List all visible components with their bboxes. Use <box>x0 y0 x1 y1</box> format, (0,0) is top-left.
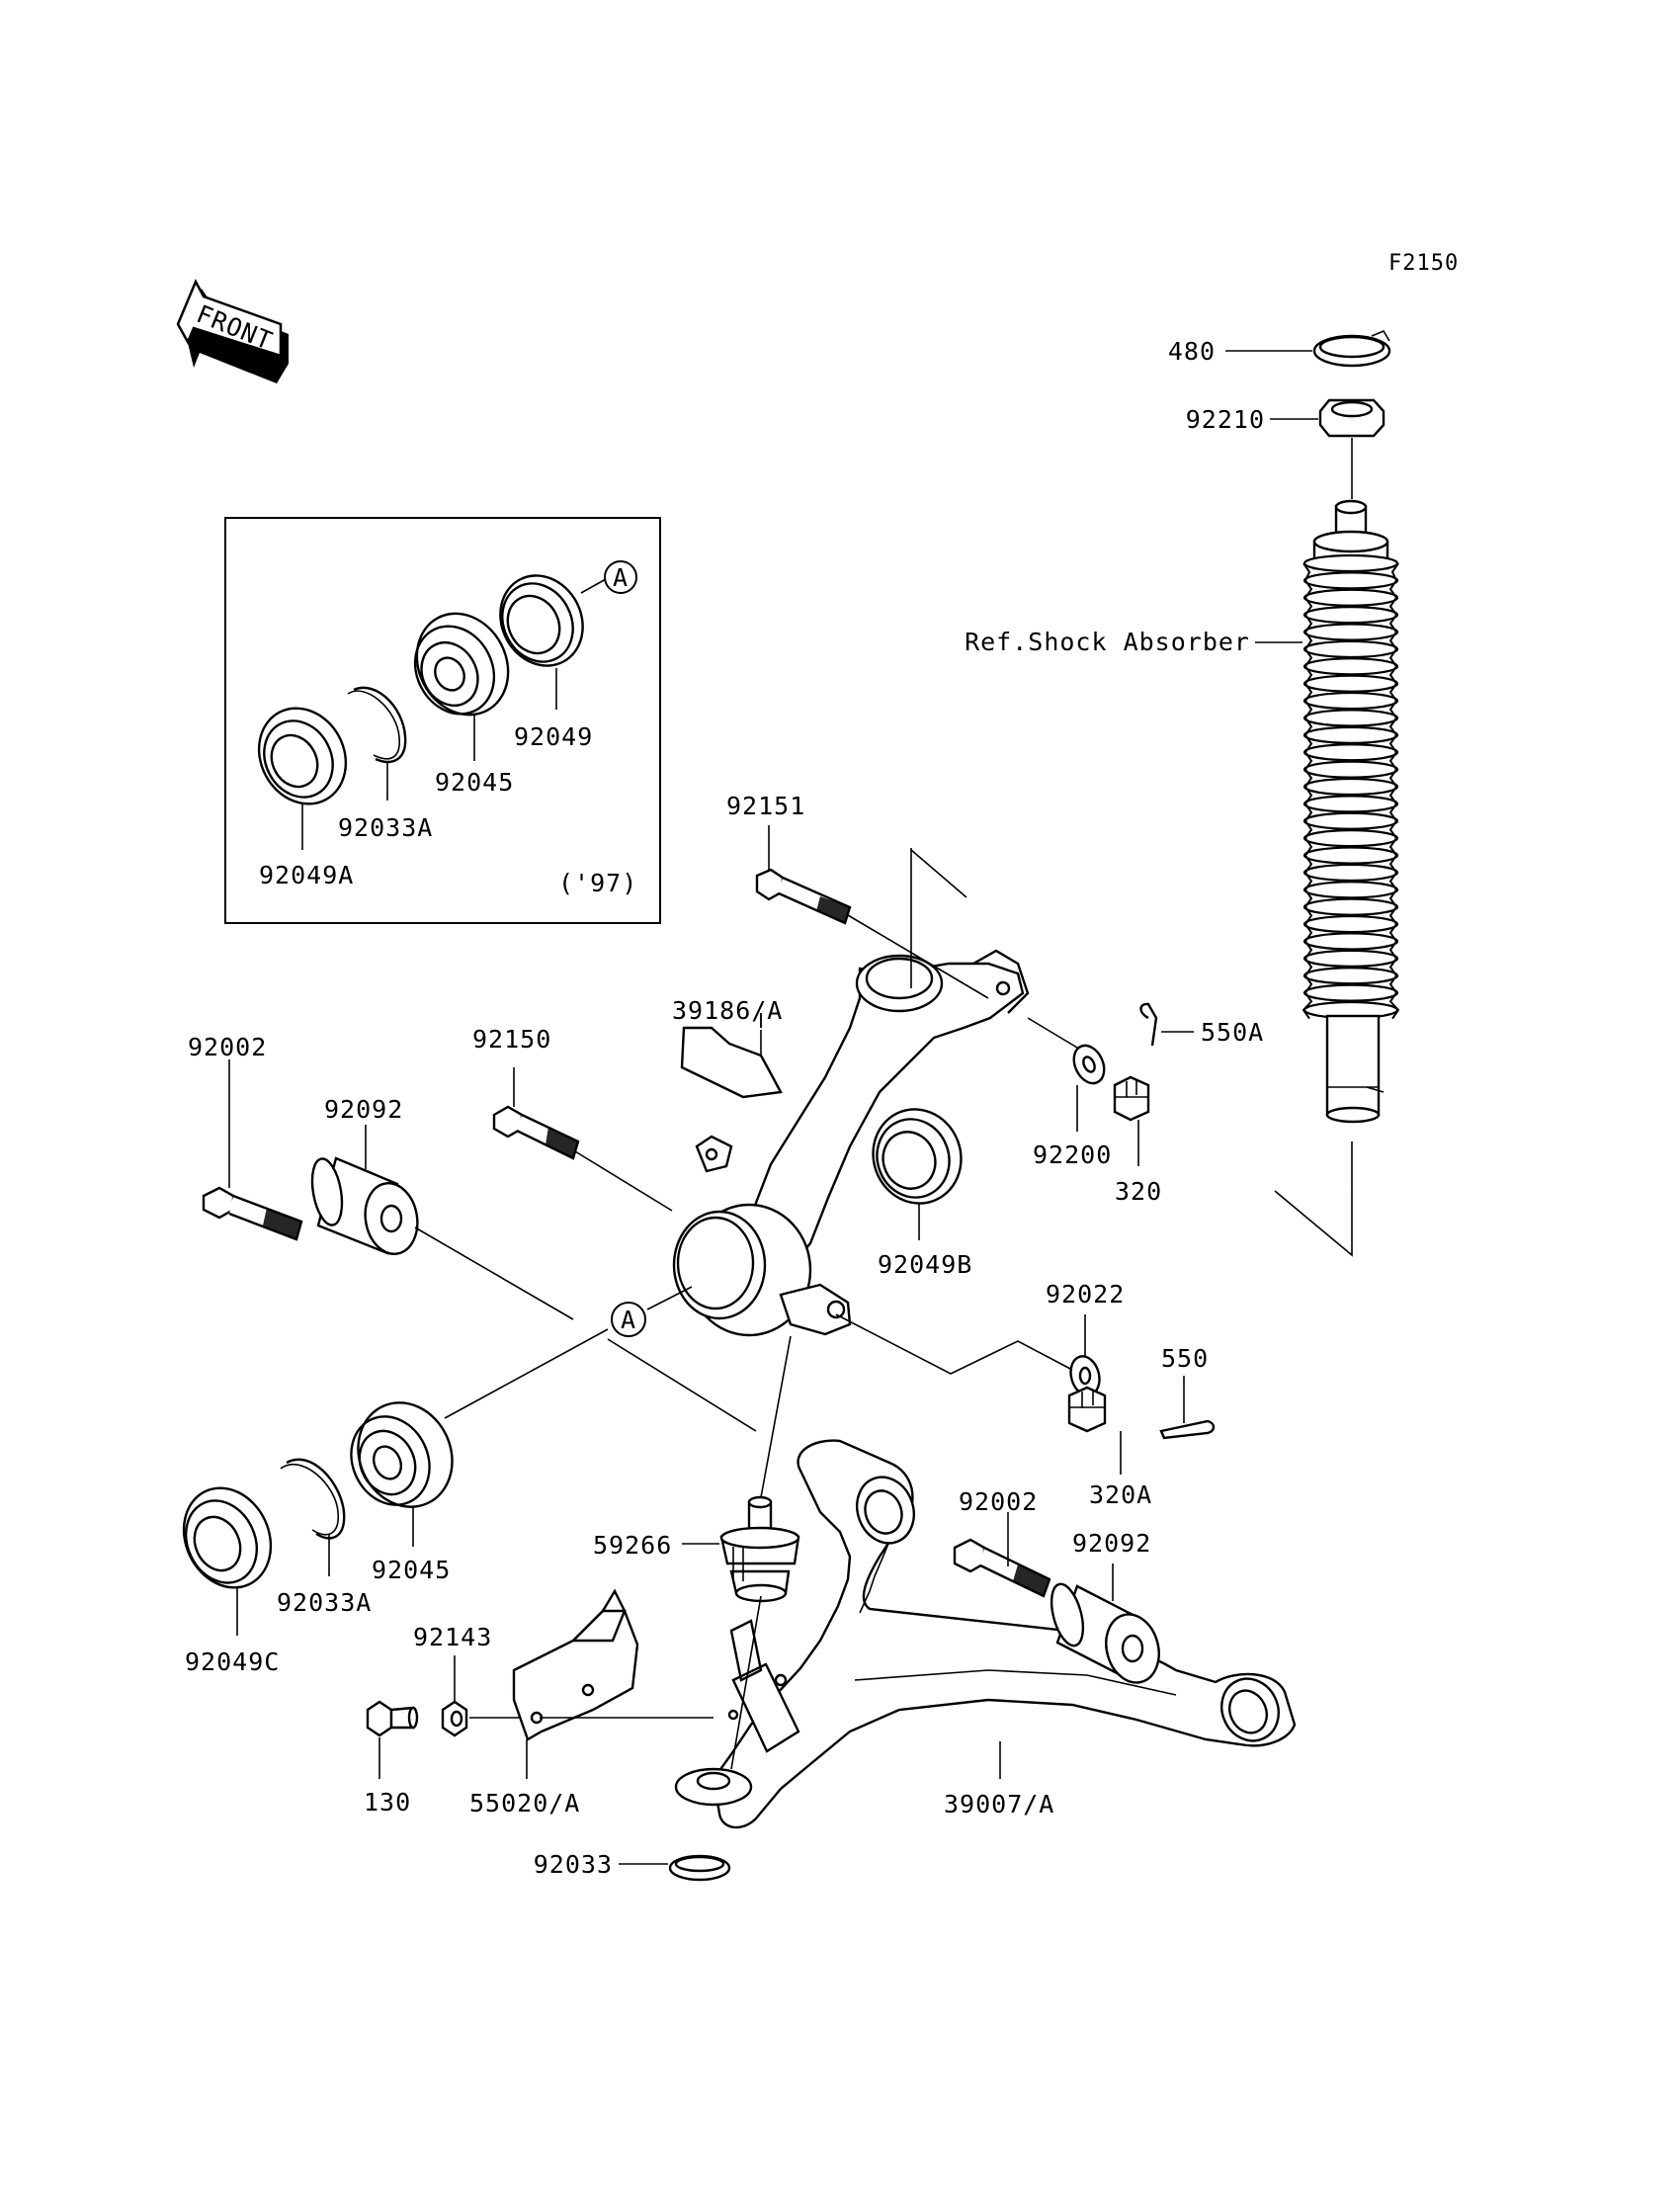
label-320A: 320A <box>1089 1480 1152 1509</box>
label-92033: 92033 <box>534 1850 613 1879</box>
label-92049A: 92049A <box>259 861 354 889</box>
label-55020A: 55020/A <box>469 1789 580 1817</box>
shock-coil <box>1302 606 1399 625</box>
shock-coil <box>1302 863 1399 883</box>
shock-coil <box>1302 983 1399 1002</box>
shock-coil <box>1302 588 1399 607</box>
castle-nut-320A <box>1067 1386 1107 1433</box>
castle-nut-320 <box>1113 1075 1150 1122</box>
label-92002-right: 92002 <box>959 1487 1038 1516</box>
shock-boot-outline <box>1302 562 1313 1020</box>
label-92092-left: 92092 <box>324 1095 403 1124</box>
label-130: 130 <box>364 1788 411 1817</box>
bolt-92002-right <box>953 1538 1051 1598</box>
label-550: 550 <box>1161 1344 1209 1373</box>
shock-absorber <box>1302 499 1400 1124</box>
shock-coil <box>1302 897 1399 916</box>
bolt-130 <box>366 1700 419 1737</box>
bolt-92150 <box>492 1105 580 1160</box>
nut-92210 <box>1318 398 1386 438</box>
label-92092-right: 92092 <box>1072 1529 1151 1558</box>
shock-coil <box>1302 743 1399 762</box>
label-92143: 92143 <box>413 1623 492 1651</box>
cotter-pin-550 <box>1159 1419 1216 1440</box>
label-92049-inset: 92049 <box>514 722 593 751</box>
figure-code: F2150 <box>1388 251 1459 276</box>
ball-bearing-92045 <box>350 1401 454 1508</box>
shock-coil <box>1302 553 1399 573</box>
label-92045-inset: 92045 <box>435 768 514 797</box>
guard-55020A <box>512 1588 639 1741</box>
label-92049C: 92049C <box>185 1648 280 1676</box>
label-92033A-inset: 92033A <box>338 813 433 842</box>
shock-coil <box>1302 674 1399 693</box>
shock-coil <box>1302 657 1399 676</box>
ref-shock-label: Ref.Shock Absorber <box>965 628 1250 656</box>
callout-a-inset-letter: A <box>613 563 629 592</box>
nut-92143 <box>441 1700 468 1737</box>
label-92022: 92022 <box>1046 1280 1125 1309</box>
shock-boot-outline <box>1388 562 1400 1020</box>
shock-coil <box>1302 709 1399 727</box>
label-92033A: 92033A <box>277 1588 372 1617</box>
shock-coil <box>1302 881 1399 899</box>
shock-coil <box>1302 760 1399 779</box>
circlip-92033A-inset <box>353 686 407 764</box>
label-92150: 92150 <box>472 1025 551 1054</box>
callout-a-center <box>611 1302 646 1337</box>
shock-coil <box>1302 623 1399 641</box>
collar-92092-left <box>310 1156 419 1255</box>
bolt-92002-left <box>202 1186 303 1241</box>
label-320: 320 <box>1115 1177 1162 1206</box>
shock-coil <box>1302 914 1399 934</box>
label-92002-left: 92002 <box>188 1033 267 1061</box>
circlip-92033A <box>286 1458 346 1540</box>
label-39007A: 39007/A <box>944 1790 1054 1818</box>
inset-box <box>224 517 661 924</box>
ball-joint-59266 <box>719 1495 800 1603</box>
knuckle-39186A <box>672 949 1030 1337</box>
label-92200: 92200 <box>1033 1141 1112 1169</box>
circlip-92033 <box>668 1854 731 1882</box>
shock-coil <box>1302 967 1399 985</box>
label-550A: 550A <box>1201 1018 1264 1047</box>
label-92210: 92210 <box>1186 405 1265 434</box>
label-92151: 92151 <box>726 792 805 820</box>
seal-92049C <box>182 1486 273 1589</box>
shock-coil <box>1302 725 1399 744</box>
shock-coil <box>1302 691 1399 711</box>
cotter-pin-550A <box>1139 1002 1158 1047</box>
shock-coil <box>1302 777 1399 797</box>
label-92049B: 92049B <box>878 1250 972 1279</box>
ball-bearing-92045-inset <box>413 612 510 717</box>
collar-92092-right <box>1050 1582 1160 1684</box>
lower-a-arm-39007A <box>674 1439 1297 1829</box>
shock-coil <box>1302 949 1399 968</box>
bolt-92151 <box>755 868 852 925</box>
label-59266: 59266 <box>593 1531 672 1560</box>
seal-92049B <box>872 1108 963 1205</box>
callout-a-inset <box>604 560 637 594</box>
shock-coil <box>1302 639 1399 659</box>
shock-coil <box>1302 846 1399 865</box>
callout-a-center-letter: A <box>621 1306 636 1334</box>
circlip-480 <box>1312 329 1391 368</box>
label-39186A: 39186/A <box>672 996 783 1025</box>
shock-coil <box>1302 571 1399 590</box>
shock-coil <box>1302 795 1399 813</box>
bearing-seal-92049 <box>499 574 584 667</box>
label-92045: 92045 <box>372 1556 451 1584</box>
inset-year: ('97) <box>558 869 637 897</box>
shock-coil <box>1302 811 1399 830</box>
shock-coil <box>1302 932 1399 951</box>
seal-92049A <box>257 707 348 805</box>
label-480: 480 <box>1168 337 1216 366</box>
washer-92200 <box>1072 1044 1106 1085</box>
shock-coil <box>1302 829 1399 848</box>
front-arrow-icon: FRONT <box>176 279 289 383</box>
